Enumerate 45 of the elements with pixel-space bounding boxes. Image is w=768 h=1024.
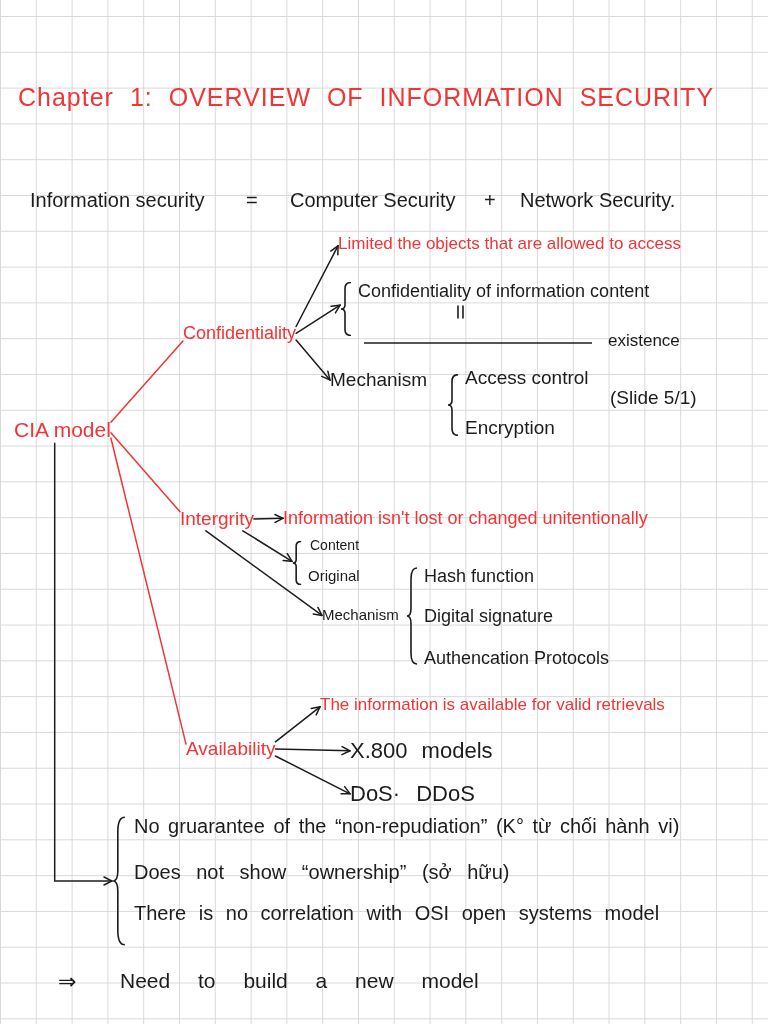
equation-term: Computer Security [290, 188, 456, 213]
list-item: Does not show “ownership” (sở hữu) [134, 860, 510, 885]
connector-line [110, 340, 184, 424]
list-item: Confidentiality of information content [358, 280, 650, 303]
topic-label: CIA model [14, 417, 111, 444]
list-item: Content [310, 537, 360, 555]
note-text: Limited the objects that are allowed to access [338, 233, 682, 255]
list-item: DoS· DDoS [350, 780, 475, 808]
list-item: Access control [465, 366, 589, 390]
list-item: Mechanism [322, 606, 399, 625]
category-label: Intergrity [180, 507, 254, 531]
arrow [295, 339, 331, 381]
connector-line [110, 432, 181, 513]
list-item: Authencation Protocols [424, 647, 610, 670]
list-item: Digital signature [424, 605, 554, 628]
arrow [274, 745, 351, 756]
list-item: X.800 models [350, 737, 493, 765]
note-text: The information is available for valid retrievals [320, 694, 665, 716]
list-item: Hash function [424, 565, 535, 588]
arrow [295, 245, 339, 328]
arrow [274, 755, 351, 795]
arrow [53, 442, 113, 886]
implies-symbol: ⇒ [58, 968, 77, 996]
list-item: existence [608, 330, 680, 352]
arrow [295, 304, 341, 335]
page-title: Chapter 1: OVERVIEW OF INFORMATION SECURITY [18, 82, 715, 113]
note-text: Information isn't lost or changed unitentionally [283, 507, 648, 530]
connector-line [110, 437, 187, 745]
list-item: Original [308, 567, 360, 586]
conclusion-text: Need to build a new model [120, 968, 479, 994]
equals-sign: = [246, 188, 258, 213]
list-item: Encryption [465, 416, 555, 440]
category-label: Availability [186, 737, 276, 761]
slide-reference: (Slide 5/1) [610, 386, 697, 410]
list-item: There is no correlation with OSI open systems model [134, 901, 660, 926]
arrow [242, 530, 293, 563]
arrow [253, 513, 284, 524]
arrow [274, 706, 321, 743]
equation-term: Information security [30, 188, 205, 213]
arrow [205, 530, 323, 617]
list-item: Mechanism [330, 368, 428, 392]
category-label: Confidentiality [183, 322, 297, 345]
equation-term: Network Security. [520, 188, 676, 213]
plus-sign: + [484, 188, 496, 213]
list-item: No gruarantee of the “non-repudiation” (K° từ chối hành vi) [134, 814, 680, 839]
